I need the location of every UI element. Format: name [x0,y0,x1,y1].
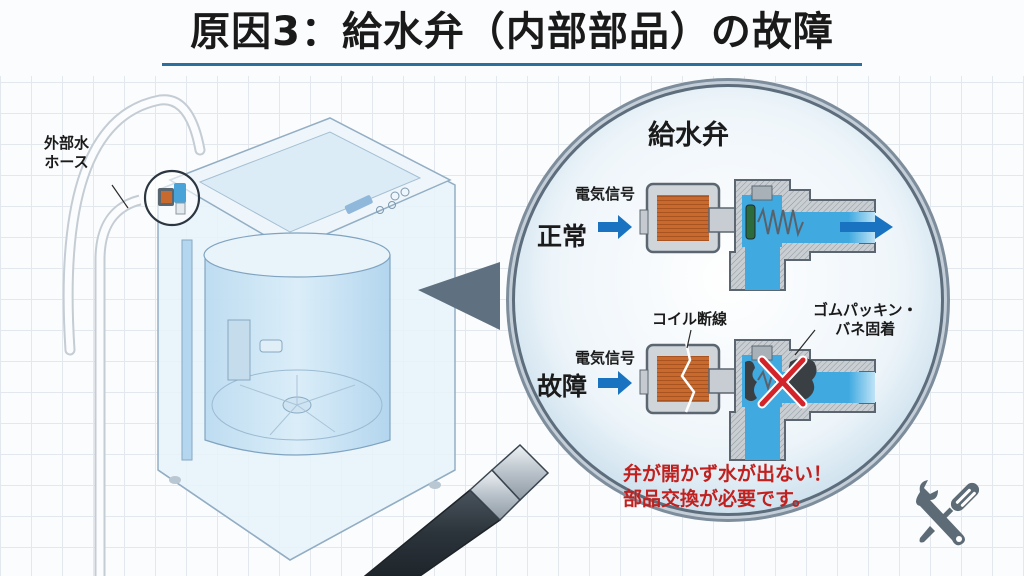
magnifier-pointer [418,262,500,330]
seal-callout-line2: バネ固着 [835,320,896,338]
magnifier-title: 給水弁 [648,120,729,151]
magnifier-handle [363,443,550,576]
warning-line1: 弁が開かず水が出ない！ [623,463,833,485]
hose-label-line2: ホース [44,153,89,171]
seal-stuck-callout: ゴムパッキン・ バネ固着 [813,301,918,339]
normal-signal-label: 電気信号 [575,185,636,203]
valve-highlight [143,169,201,227]
valve-fault-diagram [598,329,876,461]
warning-message: 弁が開かず水が出ない！ 部品交換が必要です。 [623,462,832,512]
hose-label-line1: 外部水 [44,134,90,152]
valve-normal-diagram [598,179,893,291]
normal-state-label: 正常 [537,222,588,251]
seal-callout-line1: ゴムパッキン・ [813,301,918,319]
coil-break-callout: コイル断線 [652,310,728,328]
hose-label: 外部水 ホース [44,134,89,172]
warning-line2: 部品交換が必要です。 [623,488,812,510]
fault-signal-label: 電気信号 [575,349,636,367]
fault-state-label: 故障 [537,372,588,401]
page-title: 原因3：給水弁（内部部品）の故障 [190,9,834,55]
hose-leader-line [111,184,129,209]
failure-x-icon [757,355,808,409]
title-underline [162,63,862,66]
washing-machine [62,94,456,576]
wrench-screwdriver-icon [912,478,988,552]
